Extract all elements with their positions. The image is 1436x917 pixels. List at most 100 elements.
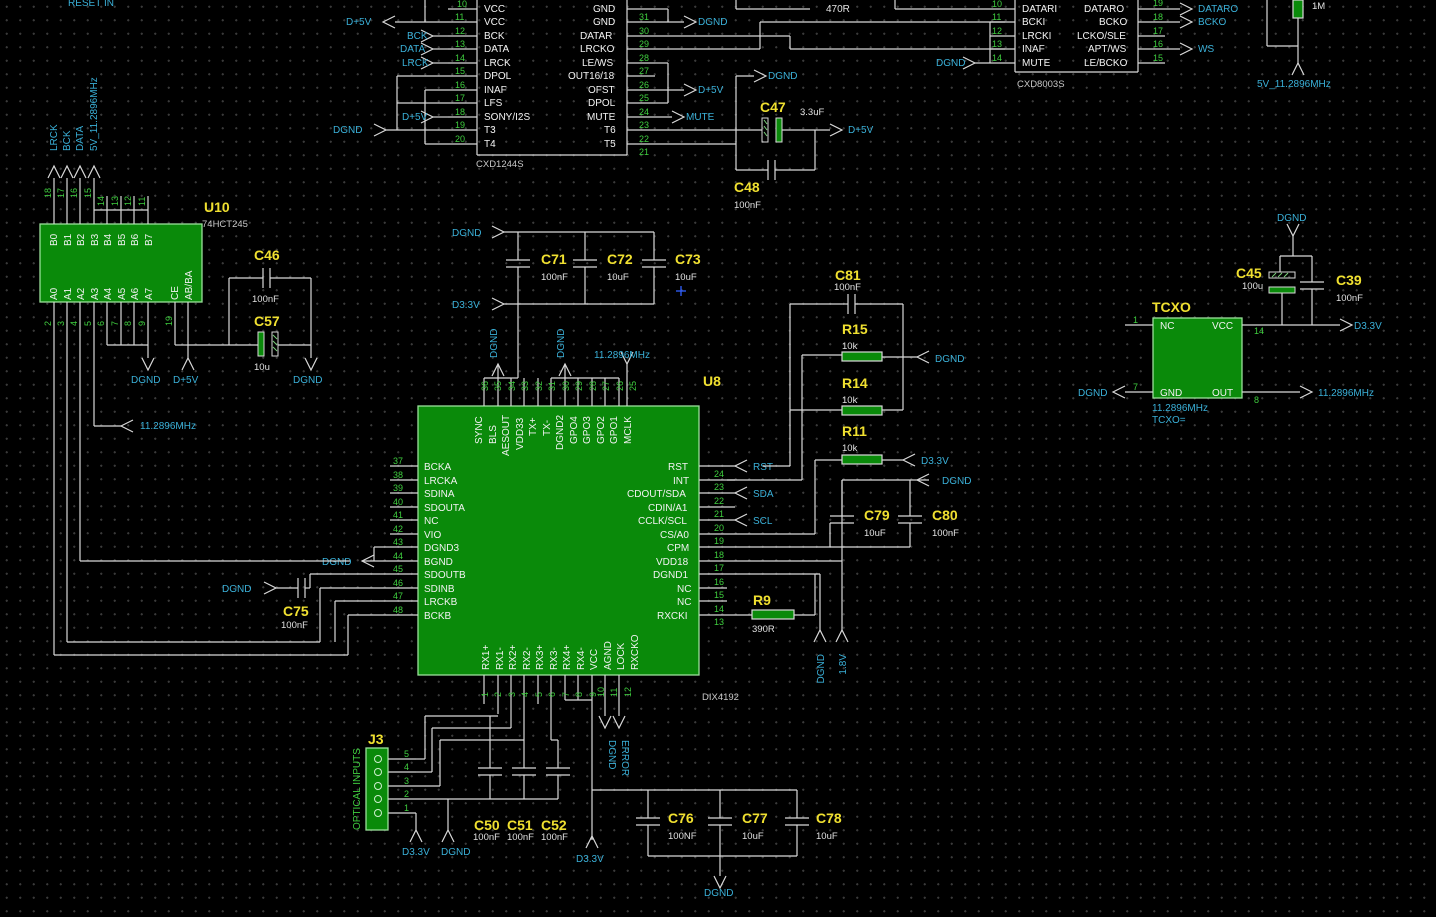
svg-text:INAF: INAF <box>1022 44 1045 55</box>
cxd1244s-name: CXD1244S <box>476 159 524 170</box>
svg-text:OUT: OUT <box>1212 388 1233 399</box>
svg-text:DGND: DGND <box>1078 388 1107 399</box>
svg-text:CDIN/A1: CDIN/A1 <box>648 503 688 514</box>
svg-text:DATAR: DATAR <box>580 31 612 42</box>
svg-text:10k: 10k <box>842 443 858 454</box>
svg-text:DGND: DGND <box>293 375 322 386</box>
svg-text:26: 26 <box>615 381 625 391</box>
svg-text:B1: B1 <box>63 233 74 246</box>
svg-text:BCKO: BCKO <box>1198 17 1227 28</box>
svg-text:5V_11.2896MHz: 5V_11.2896MHz <box>1257 79 1331 90</box>
svg-text:20: 20 <box>455 134 465 144</box>
svg-text:D3.3V: D3.3V <box>402 847 430 858</box>
svg-text:GPO4: GPO4 <box>569 416 580 444</box>
svg-text:42: 42 <box>393 524 403 534</box>
svg-text:CE: CE <box>170 286 181 300</box>
svg-text:14: 14 <box>714 604 724 614</box>
svg-text:R15: R15 <box>842 321 868 337</box>
svg-text:DATARO: DATARO <box>1084 4 1124 15</box>
svg-text:16: 16 <box>69 188 79 198</box>
svg-text:29: 29 <box>639 39 649 49</box>
svg-text:DGND: DGND <box>452 228 481 239</box>
svg-text:8: 8 <box>123 321 133 326</box>
svg-text:DATA: DATA <box>75 125 86 151</box>
svg-text:GPO2: GPO2 <box>596 416 607 444</box>
svg-text:38: 38 <box>393 470 403 480</box>
svg-text:28: 28 <box>639 53 649 63</box>
svg-text:ERROR: ERROR <box>619 740 630 776</box>
svg-text:LCKO/SLE: LCKO/SLE <box>1077 31 1126 42</box>
svg-text:10uF: 10uF <box>675 272 697 283</box>
svg-text:10: 10 <box>992 0 1002 9</box>
svg-text:3.3uF: 3.3uF <box>800 107 824 118</box>
svg-text:DGND: DGND <box>816 654 827 683</box>
svg-text:DGND: DGND <box>489 329 500 358</box>
svg-text:10: 10 <box>457 0 467 9</box>
net-dgnd-c47: DGND <box>768 71 797 82</box>
svg-text:10k: 10k <box>842 341 858 352</box>
svg-text:11.2896MHz: 11.2896MHz <box>594 350 650 361</box>
svg-text:31: 31 <box>547 381 557 391</box>
svg-text:2: 2 <box>43 321 53 326</box>
svg-text:100nF: 100nF <box>541 832 568 843</box>
svg-text:RX1-: RX1- <box>495 647 506 670</box>
svg-text:2: 2 <box>404 789 409 799</box>
svg-text:11: 11 <box>609 688 619 697</box>
svg-text:45: 45 <box>393 564 403 574</box>
u10-body <box>39 223 203 303</box>
svg-text:TX+: TX+ <box>528 417 539 436</box>
svg-text:10uF: 10uF <box>864 528 886 539</box>
svg-text:SONY/I2S: SONY/I2S <box>484 112 530 123</box>
svg-text:DPOL: DPOL <box>484 71 512 82</box>
svg-text:5: 5 <box>404 749 409 759</box>
svg-text:MUTE: MUTE <box>587 112 616 123</box>
svg-text:13: 13 <box>455 39 465 49</box>
capacitor-c57: C57 10u <box>188 313 311 373</box>
svg-text:15: 15 <box>455 66 465 76</box>
svg-text:T3: T3 <box>484 125 496 136</box>
svg-text:19: 19 <box>714 536 724 546</box>
net-dp5v-top: D+5V <box>346 17 372 28</box>
svg-text:D3.3V: D3.3V <box>921 456 949 467</box>
svg-text:MUTE: MUTE <box>1022 58 1051 69</box>
net-mute: MUTE <box>686 112 715 123</box>
svg-text:31: 31 <box>639 12 649 22</box>
svg-text:30: 30 <box>561 381 571 391</box>
svg-text:10uF: 10uF <box>607 272 629 283</box>
svg-text:100nF: 100nF <box>281 620 308 631</box>
svg-text:MCLK: MCLK <box>623 416 634 444</box>
svg-text:17: 17 <box>1153 26 1163 36</box>
svg-text:B5: B5 <box>117 233 128 246</box>
svg-text:RX4-: RX4- <box>576 647 587 670</box>
svg-text:20: 20 <box>714 523 724 533</box>
svg-text:GPO1: GPO1 <box>609 416 620 444</box>
svg-text:21: 21 <box>639 147 649 157</box>
svg-text:C72: C72 <box>607 251 633 267</box>
svg-text:NC: NC <box>1160 321 1174 332</box>
svg-text:DATARO: DATARO <box>1198 4 1238 15</box>
svg-text:5: 5 <box>534 692 544 697</box>
svg-text:AGND: AGND <box>603 641 614 670</box>
svg-text:48: 48 <box>393 605 403 615</box>
svg-text:DGND: DGND <box>556 329 567 358</box>
svg-text:C46: C46 <box>254 247 280 263</box>
svg-text:VDD33: VDD33 <box>515 417 526 450</box>
svg-text:DATARI: DATARI <box>1022 4 1057 15</box>
svg-text:B4: B4 <box>103 233 114 246</box>
svg-text:A0: A0 <box>49 287 60 300</box>
svg-text:SDINB: SDINB <box>424 584 455 595</box>
svg-text:RXCKO: RXCKO <box>630 634 641 670</box>
svg-text:C51: C51 <box>507 817 533 833</box>
svg-text:100nF: 100nF <box>473 832 500 843</box>
net-dgnd-t3: DGND <box>333 125 362 136</box>
svg-text:LRCKB: LRCKB <box>424 597 458 608</box>
svg-text:C71: C71 <box>541 251 567 267</box>
svg-text:D+5V: D+5V <box>173 375 199 386</box>
svg-text:23: 23 <box>714 482 724 492</box>
svg-text:C75: C75 <box>283 603 309 619</box>
svg-text:7: 7 <box>561 692 571 697</box>
